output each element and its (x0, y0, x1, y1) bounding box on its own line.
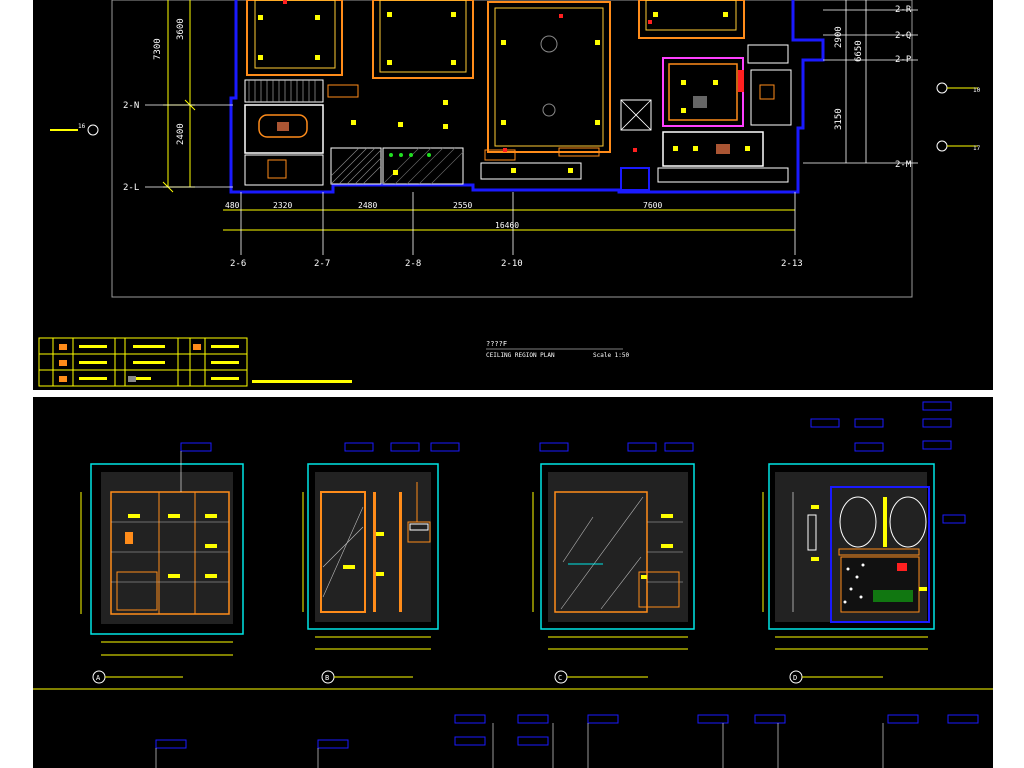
room-ceiling (246, 0, 343, 76)
grid-label-bottom: 2-7 (314, 259, 330, 269)
elevation-marker: D (793, 674, 797, 682)
bedroom-ceiling-inner (668, 63, 738, 121)
grid-label-right: 2-R (895, 5, 912, 15)
living-ceiling-inner (494, 7, 604, 147)
hatch-lines (382, 147, 464, 185)
grid-label-bottom: 2-8 (405, 259, 421, 269)
bay-window (480, 162, 582, 180)
ceiling-plan-panel: 7300 3600 2400 2-N 2-L 16 3150 6650 2900… (33, 0, 993, 390)
side-tag: 17 (973, 145, 981, 152)
section-tag (87, 124, 99, 136)
shaft (620, 99, 652, 131)
ac-unit (693, 96, 707, 108)
hatch-lines (330, 147, 382, 185)
right-grid-lines (803, 0, 918, 164)
shaft-2 (620, 167, 650, 191)
grid-lines-bottom (240, 192, 796, 255)
room-ceiling-inner (645, 0, 737, 31)
entry-area (382, 147, 464, 185)
switch-markers (389, 153, 431, 157)
plan-title-line: CEILING REGION PLAN (486, 352, 555, 359)
dim-bottom: 7600 (643, 201, 662, 210)
bath-room (244, 104, 324, 154)
closet (750, 69, 792, 126)
dim-bottom: 2320 (273, 201, 292, 210)
dim-left: 2400 (176, 123, 186, 145)
elevation-d (762, 401, 966, 684)
counter-strip (657, 167, 789, 183)
hall-hatch (330, 147, 382, 185)
pendant-light (540, 35, 558, 53)
elevation-a (80, 442, 244, 684)
lower-elevation-tags (155, 714, 979, 768)
elevations-panel: A B (33, 397, 993, 768)
grid-label-left: 2-L (123, 183, 139, 193)
grid-label-bottom: 2-6 (230, 259, 246, 269)
bedroom-ceiling (662, 57, 744, 127)
dim-bottom: 480 (225, 201, 240, 210)
exit-markers (283, 0, 652, 152)
grid-label-right: 2-Q (895, 31, 911, 41)
section-tag (936, 82, 948, 94)
scale-bar (252, 380, 352, 383)
elevation-b (302, 442, 460, 684)
elevation-marker: B (325, 674, 329, 682)
wc-room (244, 154, 324, 186)
legend-table (38, 337, 248, 387)
cabinet (558, 147, 600, 157)
grid-lines-left (145, 104, 233, 188)
elevation-marker: C (558, 674, 562, 682)
kitchen-ceiling (662, 131, 764, 167)
cabinet (484, 149, 516, 161)
room-ceiling-inner (379, 0, 467, 73)
plan-frame (111, 0, 913, 298)
room-ceiling (372, 0, 474, 79)
room-ceiling-inner (254, 0, 336, 69)
room-ceiling (638, 0, 745, 39)
grid-label-right: 2-M (895, 160, 912, 170)
hatch-lines (248, 80, 316, 102)
elevation-c (532, 442, 695, 684)
grid-label-left: 2-N (123, 101, 139, 111)
elevation-marker: A (96, 674, 101, 682)
cabinet (327, 84, 359, 98)
side-tag: 16 (78, 123, 86, 130)
dim-left: 3600 (176, 18, 186, 40)
grid-label-bottom: 2-13 (781, 259, 803, 269)
balcony-hatch (747, 44, 789, 64)
building-outline (229, 0, 825, 194)
section-tag (936, 140, 948, 152)
elevations-drawing: A B (33, 401, 993, 768)
dim-right: 6650 (854, 40, 864, 62)
light-fixtures (258, 12, 750, 175)
ceiling-plan-drawing: 7300 3600 2400 2-N 2-L 16 3150 6650 2900… (38, 0, 981, 387)
side-tag: 10 (973, 87, 981, 94)
dim-bottom: 2480 (358, 201, 377, 210)
dim-right: 3150 (834, 108, 844, 130)
dim-bottom: 2550 (453, 201, 472, 210)
grid-label-right: 2-P (895, 55, 912, 65)
plan-title-line: ????F (486, 340, 507, 348)
dim-total: 16460 (495, 221, 519, 230)
living-ceiling (487, 1, 611, 153)
vent (716, 144, 730, 154)
grid-label-bottom: 2-10 (501, 259, 523, 269)
pendant-light (542, 103, 556, 117)
hatched-area (244, 79, 324, 103)
dim-right: 2900 (834, 26, 844, 48)
vent (277, 122, 289, 131)
bottom-dim-lines (223, 209, 795, 231)
red-marker (738, 70, 744, 92)
bathtub (258, 114, 308, 138)
plan-scale: Scale 1:50 (593, 352, 630, 359)
dim-left: 7300 (153, 38, 163, 60)
fixture (759, 84, 775, 100)
wc-fixture (267, 159, 287, 179)
